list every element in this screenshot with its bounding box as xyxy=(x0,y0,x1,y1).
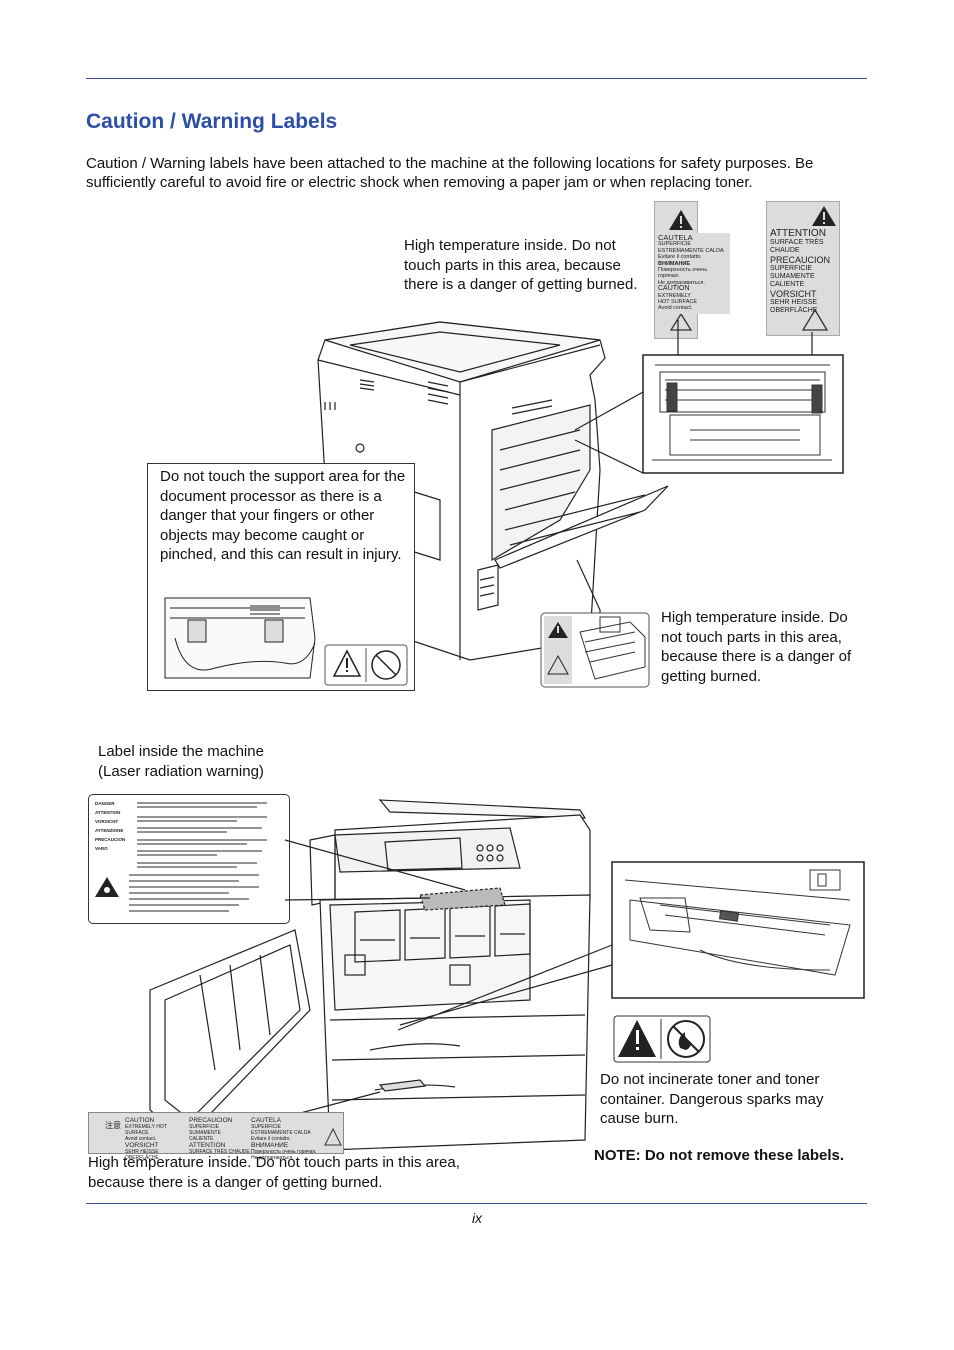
label-line: ATTENTION xyxy=(189,1142,226,1149)
laser-warning-label: DANGER ATTENTION VORSICHT ATTENZIONE PRE… xyxy=(88,794,290,924)
callout-laser-label: Label inside the machine (Laser radiatio… xyxy=(98,743,264,780)
heat-label-multilingual-b: ATTENTION SURFACE TRÈS CHAUDE PRECAUCION… xyxy=(766,201,840,336)
warning-triangle-icon xyxy=(669,210,693,331)
laser-radiation-icon xyxy=(95,802,267,912)
laser-label-row: VARO xyxy=(95,846,108,851)
label-line: ESTREMAMENTE CALDA xyxy=(658,247,724,254)
label-line: VORSICHT xyxy=(770,289,817,299)
callout-toner: Do not incinerate toner and toner contai… xyxy=(600,1071,824,1127)
label-line: VORSICHT xyxy=(125,1142,159,1149)
laser-label-row: VORSICHT xyxy=(95,819,119,824)
laser-label-row: ATTENTION xyxy=(95,810,121,815)
label-line: CAUTION xyxy=(125,1117,155,1124)
callout-top-heat: High temperature inside. Do not touch pa… xyxy=(404,237,638,293)
label-line: OBERFLÄCHE xyxy=(770,307,818,314)
laser-label-row: DANGER xyxy=(95,801,115,806)
label-line: горячая. xyxy=(658,273,680,280)
label-line: EXTREMELY xyxy=(658,292,691,299)
label-line: HOT SURFACE xyxy=(658,299,698,306)
label-line: Avoid contact. xyxy=(125,1136,157,1142)
label-line: ВНИМАНИЕ xyxy=(658,260,691,267)
callout-bottom-heat: High temperature inside. Do not touch pa… xyxy=(88,1154,460,1191)
cjk-caution-text: 注意 xyxy=(105,1121,121,1130)
label-line: PRECAUCION xyxy=(770,255,831,265)
label-line: CHAUDE xyxy=(770,247,800,254)
label-line: Avoid contact. xyxy=(658,305,693,312)
label-line: SEHR HEISSE OBERFLÄCHE xyxy=(125,1149,159,1161)
label-line: Поверхность очень горячая. Не дотрагиват… xyxy=(251,1149,317,1161)
warning-triangle-icon xyxy=(324,1127,342,1146)
laser-label-row: ATTENZIONE xyxy=(95,828,124,833)
pinch-warning-label xyxy=(324,644,408,686)
callout-side-heat: High temperature inside. Do not touch pa… xyxy=(661,609,852,685)
label-line: Поверхность очень xyxy=(658,267,708,274)
footer-rule xyxy=(86,1203,867,1204)
label-line: CAUTELA xyxy=(658,233,693,242)
note-do-not-remove: NOTE: Do not remove these labels. xyxy=(594,1147,845,1164)
laser-label-row: PRECAUCION xyxy=(95,837,126,842)
label-line: Evitare il contatto. xyxy=(251,1136,291,1142)
page-number: ix xyxy=(471,1210,483,1226)
label-line: SURFACE TRÈS xyxy=(770,239,824,246)
callout-doc-processor: Do not touch the support area for the do… xyxy=(160,468,406,563)
label-line: PRECAUCION xyxy=(189,1117,233,1124)
label-line: SURFACE TRÈS CHAUDE xyxy=(189,1149,250,1155)
heat-label-strip: 注意 CAUTION EXTREMELY HOT SURFACE Avoid c… xyxy=(88,1112,344,1161)
header-rule xyxy=(86,78,867,79)
label-line: CAUTELA xyxy=(251,1117,281,1124)
label-line: CAUTION xyxy=(658,285,690,293)
label-line: SUPERFICIE xyxy=(658,241,692,248)
label-line: CALIENTE xyxy=(770,281,805,288)
intro-paragraph: Caution / Warning labels have been attac… xyxy=(86,155,814,191)
warning-triangle-icon xyxy=(801,206,836,331)
label-line: CALIENTE xyxy=(189,1136,214,1142)
label-line: SUPERFICIE SUMAMENTE xyxy=(189,1124,221,1136)
label-line: SUPERFICIE xyxy=(770,265,813,272)
label-line: ATTENTION xyxy=(770,228,826,239)
label-line: Не дотрагиваться. xyxy=(658,279,705,286)
label-line: SEHR HEISSE xyxy=(770,299,818,306)
label-line: EXTREMELY HOT SURFACE xyxy=(125,1124,167,1136)
label-line: ВНИМАНИЕ xyxy=(251,1142,289,1149)
heat-label-image xyxy=(540,612,650,688)
label-line: Evitare il contatto. xyxy=(658,254,702,261)
label-line: SUPERFICIE ESTREMAMENTE CALDA xyxy=(251,1124,311,1136)
label-line: SUMAMENTE xyxy=(770,273,815,280)
page-title: Caution / Warning Labels xyxy=(86,110,338,133)
doc-processor-illustration xyxy=(164,597,408,686)
heat-label-text-a: CAUTELA SUPERFICIE ESTREMAMENTE CALDA Ev… xyxy=(656,233,730,314)
no-incinerate-label xyxy=(613,1015,711,1063)
